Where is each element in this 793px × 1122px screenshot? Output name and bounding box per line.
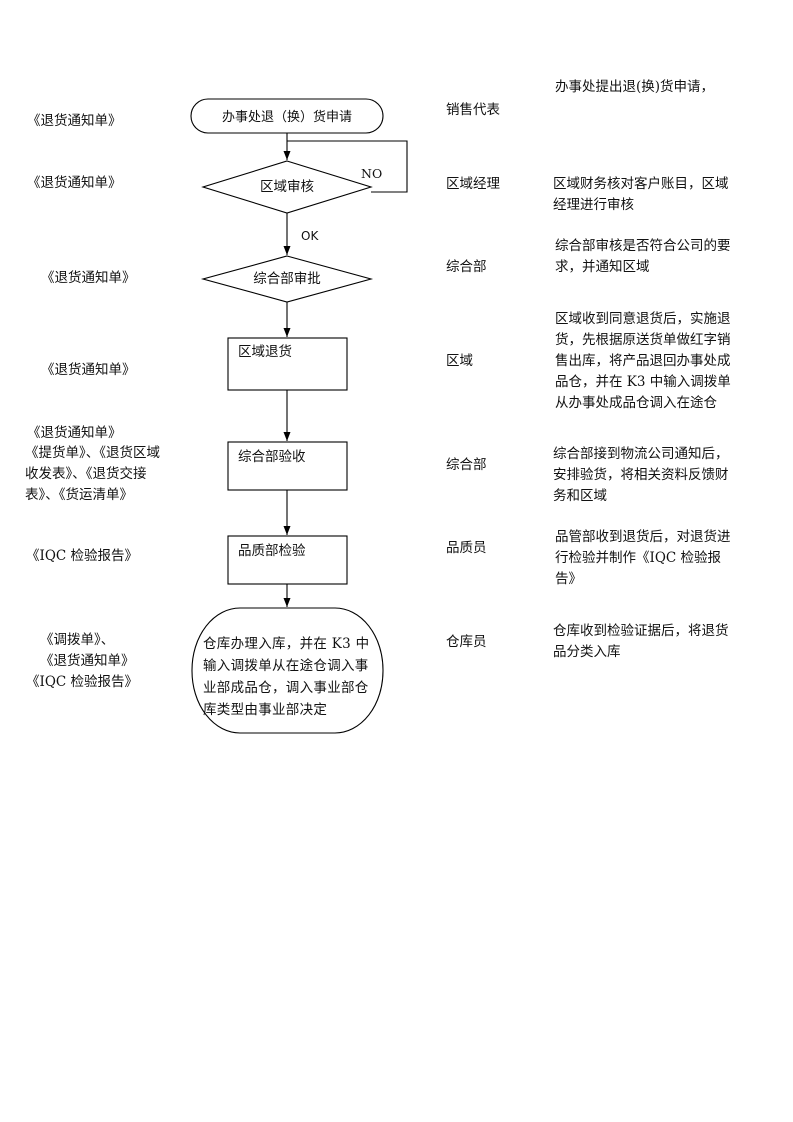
doc-line: 《提货单》、《退货区域 <box>25 445 160 461</box>
dept-receive-label: 综合部验收 <box>238 449 306 465</box>
doc-iqc-report: 《IQC 检验报告》 <box>26 548 139 564</box>
desc-step-4: 区域收到同意退货后，实施退货，先根据原送货单做红字销售出库，将产品退回办事处成品… <box>555 311 731 411</box>
no-loop-line <box>287 140 408 193</box>
doc-return-notice-4: 《退货通知单》 <box>41 362 136 378</box>
role-warehouse-staff: 仓库员 <box>446 634 487 650</box>
doc-return-notice-2: 《退货通知单》 <box>27 175 122 191</box>
doc-return-notice-1: 《退货通知单》 <box>27 113 122 129</box>
doc-line: 《IQC 检验报告》 <box>26 674 139 690</box>
desc-step-3: 综合部审核是否符合公司的要求，并通知区域 <box>555 238 731 275</box>
warehouse-terminator <box>191 607 384 734</box>
role-region-manager: 区域经理 <box>446 176 500 192</box>
region-review-label: 区域审核 <box>260 179 314 195</box>
role-general-dept-2: 综合部 <box>446 457 487 473</box>
ok-label: OK <box>301 229 319 243</box>
quality-check-box <box>227 535 348 585</box>
desc-step-7: 仓库收到检验证据后，将退货品分类入库 <box>553 623 729 660</box>
dept-approval-label: 综合部审批 <box>253 271 321 287</box>
desc-step-1: 办事处提出退(换)货申请， <box>555 79 715 95</box>
start-label: 办事处退（换）货申请 <box>221 110 352 125</box>
desc-step-6: 品管部收到退货后，对退货进行检验并制作《IQC 检验报告》 <box>555 529 731 587</box>
doc-line: 表》、《货运清单》 <box>25 487 133 503</box>
doc-line: 收发表》、《退货交接 <box>25 466 147 482</box>
doc-line: 《退货通知单》 <box>27 425 122 441</box>
role-sales-rep: 销售代表 <box>446 102 500 118</box>
role-quality-staff: 品质员 <box>446 540 487 556</box>
role-general-dept-1: 综合部 <box>446 259 487 275</box>
quality-check-label: 品质部检验 <box>238 543 306 559</box>
doc-return-notice-3: 《退货通知单》 <box>41 270 136 286</box>
doc-line: 《调拨单》、 <box>40 632 115 648</box>
no-label: NO <box>361 166 383 181</box>
region-return-label: 区域退货 <box>238 344 292 360</box>
doc-line: 《退货通知单》 <box>40 653 135 669</box>
desc-step-2: 区域财务核对客户账目，区域经理进行审核 <box>553 176 729 213</box>
region-return-box <box>227 337 348 391</box>
role-region: 区域 <box>446 353 473 369</box>
desc-step-5: 综合部接到物流公司通知后，安排验货，将相关资料反馈财务和区域 <box>553 446 729 504</box>
warehouse-label: 仓库办理入库，并在 K3 中输入调拨单从在途仓调入事业部成品仓，调入事业部仓库类… <box>203 636 370 718</box>
